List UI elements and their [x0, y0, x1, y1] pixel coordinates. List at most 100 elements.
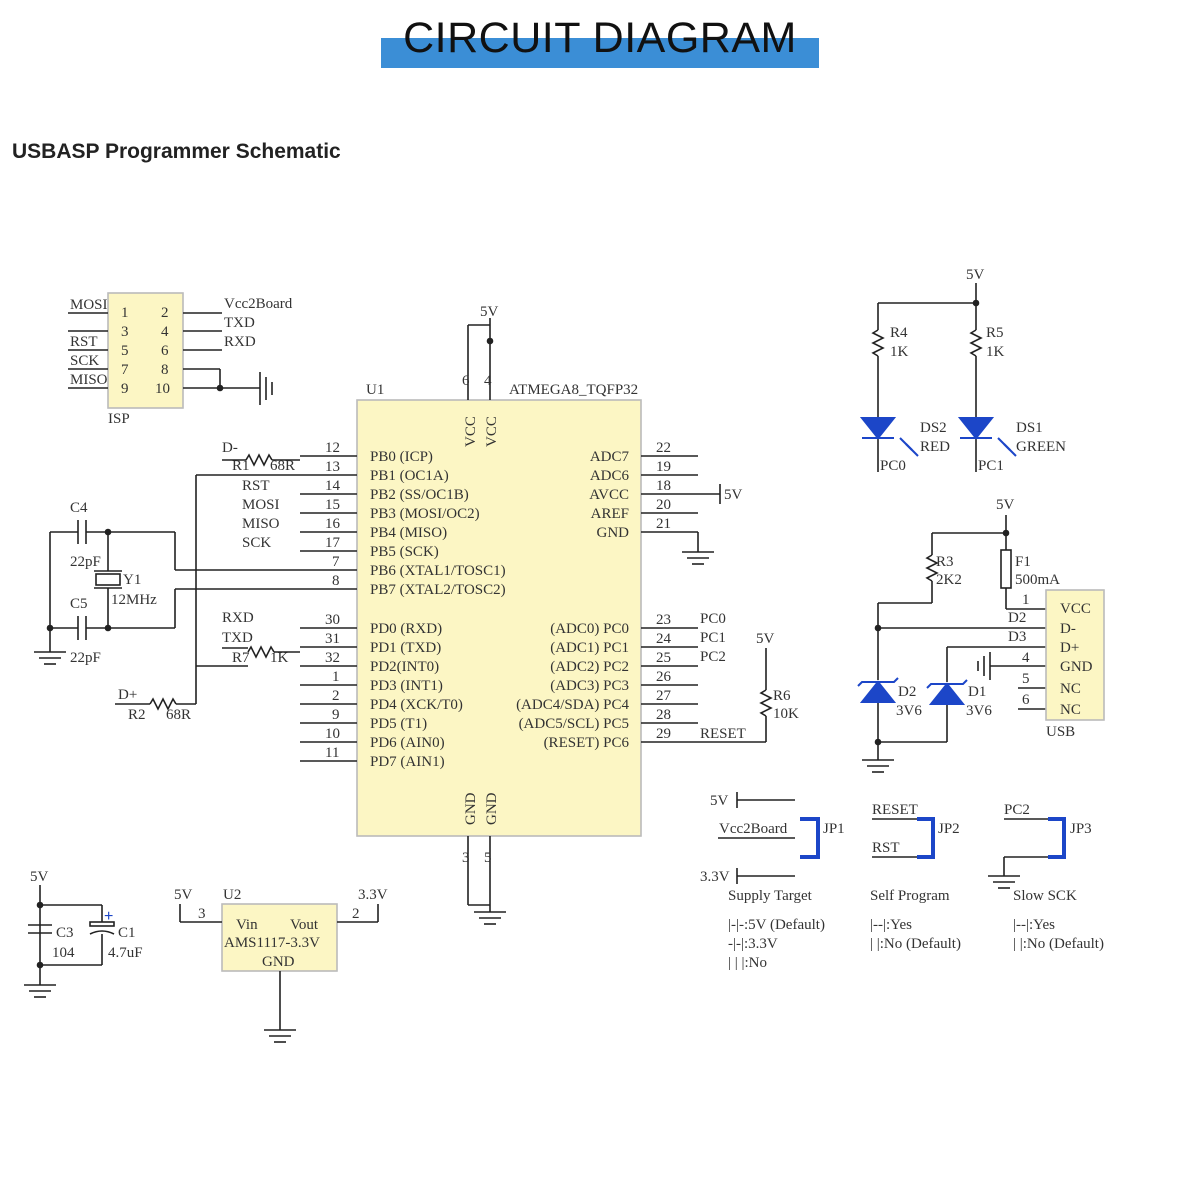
- mcu-pin-name: PD0 (RXD): [370, 621, 442, 637]
- jp2-caption: Self Program: [870, 888, 950, 904]
- mcu-pin-name: PB6 (XTAL1/TOSC1): [370, 563, 506, 579]
- jp2-top-net: RESET: [872, 802, 918, 818]
- isp-pin-3: 3: [121, 324, 129, 340]
- jp3-caption: Slow SCK: [1013, 888, 1077, 904]
- usb-pin-name: D+: [1060, 640, 1079, 656]
- r2-ref: R2: [128, 707, 146, 723]
- mcu-pin-name: AREF: [591, 506, 629, 522]
- mcu-pin-number: 32: [325, 650, 340, 666]
- f1-value: 500mA: [1015, 572, 1060, 588]
- mcu-gnd-label: GND: [463, 792, 479, 825]
- mcu-pin-number: 21: [656, 516, 671, 532]
- r6-supply: 5V: [756, 631, 775, 647]
- c3-ref: C3: [56, 925, 74, 941]
- u2-vout-label: Vout: [290, 917, 319, 933]
- title-banner: [381, 38, 819, 68]
- mcu-pin-number: 12: [325, 440, 340, 456]
- y1-crystal: [95, 573, 121, 586]
- jp2-bottom-net: RST: [872, 840, 900, 856]
- r5-ref: R5: [986, 325, 1004, 341]
- mcu-pin-name: ADC7: [590, 449, 630, 465]
- mcu-pin-number: 15: [325, 497, 340, 513]
- r2-value: 68R: [166, 707, 191, 723]
- page-title: CIRCUIT DIAGRAM: [403, 14, 797, 62]
- c1-polarity-mark: +: [104, 908, 113, 925]
- c5-ref: C5: [70, 596, 88, 612]
- mcu-pin-name: PD6 (AIN0): [370, 735, 445, 751]
- isp-net-rxd: RXD: [224, 334, 256, 350]
- net-label-miso: MISO: [242, 516, 280, 532]
- u2-ref: U2: [223, 887, 241, 903]
- mcu-pin-number: 26: [656, 669, 672, 685]
- net-label-pc1: PC1: [700, 630, 726, 646]
- mcu-pin-number: 25: [656, 650, 671, 666]
- d2-zener-symbol: [857, 677, 899, 687]
- r1-ref: R1: [232, 458, 250, 474]
- net-label-avcc-5v: 5V: [724, 487, 743, 503]
- jp1-mid-net: Vcc2Board: [719, 821, 788, 837]
- psu-supply-label: 5V: [30, 869, 49, 885]
- mcu-pin-name: PD3 (INT1): [370, 678, 443, 694]
- usb-pin-name: GND: [1060, 659, 1093, 675]
- u2-in-pin: 3: [198, 906, 206, 922]
- junction-dot: [104, 624, 112, 632]
- mcu-ref: U1: [366, 382, 384, 398]
- isp-net-rst: RST: [70, 334, 98, 350]
- jp1-jumper: [800, 817, 820, 859]
- u2-gnd-label: GND: [262, 954, 295, 970]
- c1-ref: C1: [118, 925, 136, 941]
- u2-regulator-body: [221, 903, 338, 972]
- mcu-pin-name: PB2 (SS/OC1B): [370, 487, 469, 503]
- ds1-net: PC1: [978, 458, 1004, 474]
- mcu-pin-name: AVCC: [589, 487, 629, 503]
- jp3-jumper: [1048, 817, 1066, 859]
- ds2-led-symbol: [859, 417, 897, 440]
- ds1-led-symbol: [957, 417, 995, 440]
- c1-plate: [89, 921, 115, 927]
- r4-ref: R4: [890, 325, 908, 341]
- net-label-dminus: D-: [222, 440, 238, 456]
- mcu-pin-name: (ADC5/SCL) PC5: [519, 716, 629, 732]
- mcu-pin-name: GND: [597, 525, 630, 541]
- jp1-top-net: 5V: [710, 793, 729, 809]
- mcu-pin-number: 11: [325, 745, 339, 761]
- r3-resistor: [925, 554, 939, 582]
- r3-ref: R3: [936, 554, 954, 570]
- ds1-light-arrow: [1003, 443, 1017, 457]
- isp-pin-6: 6: [161, 343, 169, 359]
- mcu-pin-name: (ADC2) PC2: [550, 659, 629, 675]
- mcu-pin-number: 13: [325, 459, 340, 475]
- mcu-pin-name: PB3 (MOSI/OC2): [370, 506, 480, 522]
- junction-dot: [972, 299, 980, 307]
- mcu-pin-number: 2: [332, 688, 340, 704]
- isp-pin-8: 8: [161, 362, 169, 378]
- jp3-ref: JP3: [1070, 821, 1092, 837]
- r5-value: 1K: [986, 344, 1005, 360]
- c1-plate: [89, 930, 115, 935]
- ds2-ref: DS2: [920, 420, 947, 436]
- net-label-sck: SCK: [242, 535, 271, 551]
- mcu-pin-name: PB5 (SCK): [370, 544, 439, 560]
- mcu-pin-number: 7: [332, 554, 340, 570]
- usb-pin-name: NC: [1060, 702, 1081, 718]
- jp2-jumper: [917, 817, 935, 859]
- usb-pin-name: VCC: [1060, 601, 1091, 617]
- mcu-pin-number: 24: [656, 631, 672, 647]
- led-supply-label: 5V: [966, 267, 985, 283]
- d1-value: 3V6: [966, 703, 992, 719]
- net-label-dplus: D+: [118, 687, 137, 703]
- mcu-pin-name: (ADC4/SDA) PC4: [516, 697, 629, 713]
- c4-value: 22pF: [70, 554, 101, 570]
- r1-resistor: [245, 453, 273, 467]
- net-label-txd: TXD: [222, 630, 253, 646]
- junction-dot: [36, 961, 44, 969]
- r6-resistor: [759, 689, 773, 717]
- mcu-left-pin-lines: [300, 455, 357, 762]
- mcu-pin-number: 28: [656, 707, 671, 723]
- junction-dot: [36, 901, 44, 909]
- mcu-pin-name: PD2(INT0): [370, 659, 439, 675]
- isp-pin-7: 7: [121, 362, 129, 378]
- isp-net-vcc2board: Vcc2Board: [224, 296, 293, 312]
- u2-out-pin: 2: [352, 906, 360, 922]
